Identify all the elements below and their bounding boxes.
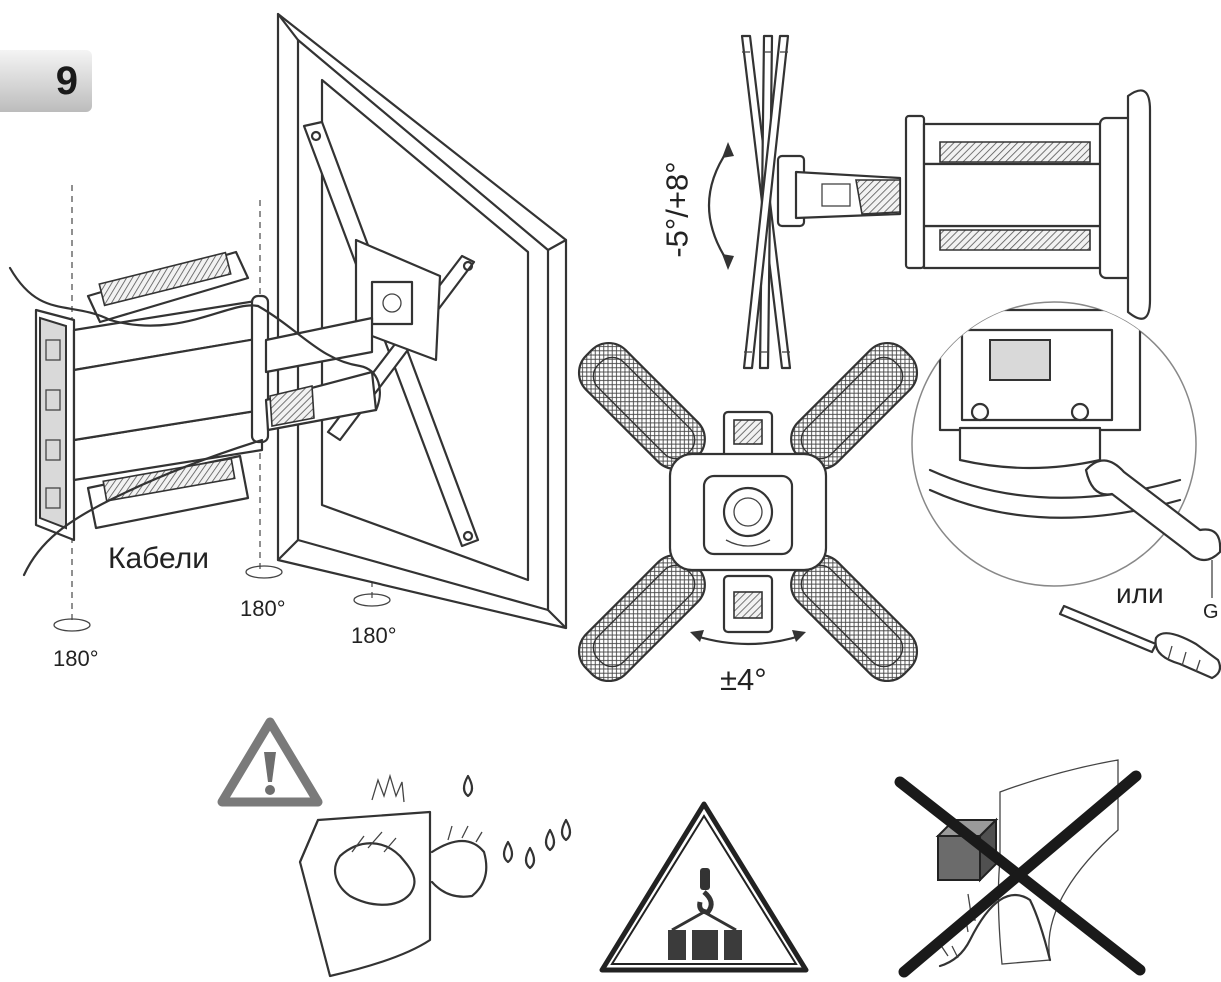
rotation-arc-arrow bbox=[694, 634, 802, 646]
rotation-angle-label: ±4° bbox=[720, 662, 767, 697]
pivot-circle-1 bbox=[53, 618, 91, 632]
pivot-circle-3 bbox=[353, 593, 391, 607]
cable-upper bbox=[8, 266, 260, 327]
tilt-side-view bbox=[707, 34, 1152, 370]
step-number: 9 bbox=[55, 58, 78, 103]
cable-lower bbox=[22, 438, 264, 577]
pivot-angle-label-3: 180° bbox=[351, 623, 397, 648]
wrench-icon bbox=[1084, 459, 1221, 562]
wrench-detail-zoom bbox=[911, 301, 1221, 680]
heavy-load-warning-icon bbox=[599, 801, 809, 973]
tool-letter-label: G bbox=[1203, 601, 1219, 623]
bracket-arms bbox=[577, 341, 919, 683]
pivot-circle-2 bbox=[245, 565, 283, 579]
rotation-front-view bbox=[577, 341, 919, 683]
wall-plate-side bbox=[1126, 89, 1152, 320]
tilt-angle-label: -5°/+8° bbox=[659, 161, 695, 258]
tv-edge-tilt-positions bbox=[740, 34, 792, 370]
swivel-arm-drawing bbox=[8, 12, 568, 632]
exclamation-warning-icon bbox=[217, 717, 323, 807]
cable-label: Кабели bbox=[108, 542, 209, 575]
or-label: или bbox=[1116, 578, 1164, 609]
pivot-angle-label-2: 180° bbox=[240, 596, 286, 621]
tilt-arc-arrow bbox=[707, 148, 730, 264]
step-number-badge: 9 bbox=[0, 50, 92, 112]
pivot-angle-label-1: 180° bbox=[53, 646, 99, 671]
do-not-drop-on-foot-icon bbox=[894, 759, 1146, 978]
screwdriver-icon bbox=[1058, 604, 1158, 654]
hand-pinch-hazard-icon bbox=[298, 773, 572, 978]
